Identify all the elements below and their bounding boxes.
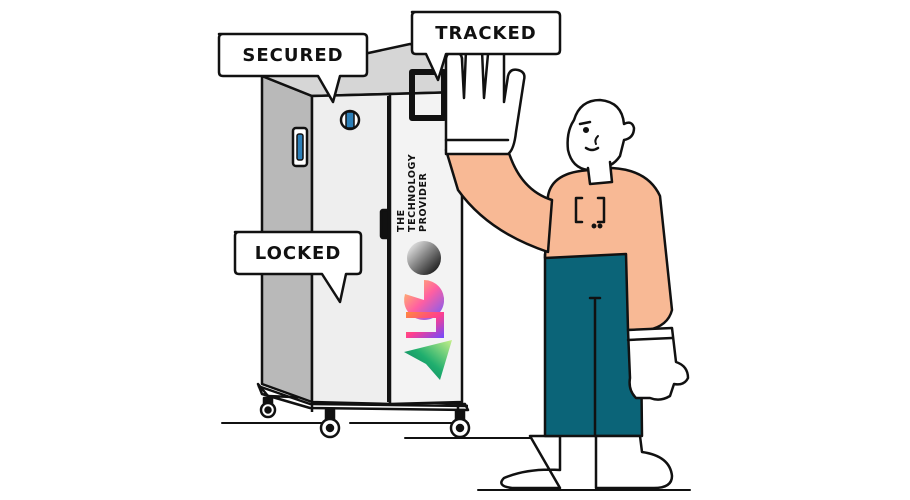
callout-label-secured: SECURED (242, 45, 343, 66)
character-lower-hand (626, 326, 690, 401)
cart-wheel (259, 396, 277, 419)
brand-logo (404, 241, 452, 380)
logo-l-shape (406, 312, 444, 338)
character-eye (582, 126, 590, 134)
cart-wheel (449, 408, 471, 439)
cabinet-side-text: THE TECHNOLOGY PROVIDER (396, 154, 429, 232)
door-handle (379, 208, 391, 240)
character-head (566, 98, 636, 186)
side-text-line2: TECHNOLOGY (407, 154, 418, 232)
bracket-logo-icon (574, 196, 606, 229)
character (444, 40, 690, 490)
character-shoe (594, 434, 674, 490)
side-text-line1: THE (396, 209, 407, 232)
ground-lines (221, 422, 691, 491)
character-shoe (500, 434, 562, 490)
logo-pie-shape (404, 279, 445, 320)
callout-tracked: TRACKED (410, 10, 562, 82)
callout-label-locked: LOCKED (255, 243, 342, 264)
callout-secured: SECURED (217, 32, 369, 104)
character-raised-hand (444, 40, 526, 156)
cart-wheel (319, 408, 341, 439)
logo-circle-shape (407, 241, 441, 275)
callout-label-tracked: TRACKED (435, 23, 536, 44)
callout-locked: LOCKED (233, 230, 363, 304)
logo-arrow-shape (404, 340, 452, 380)
character-raised-arm (444, 148, 554, 254)
side-text-line3: PROVIDER (418, 172, 429, 232)
